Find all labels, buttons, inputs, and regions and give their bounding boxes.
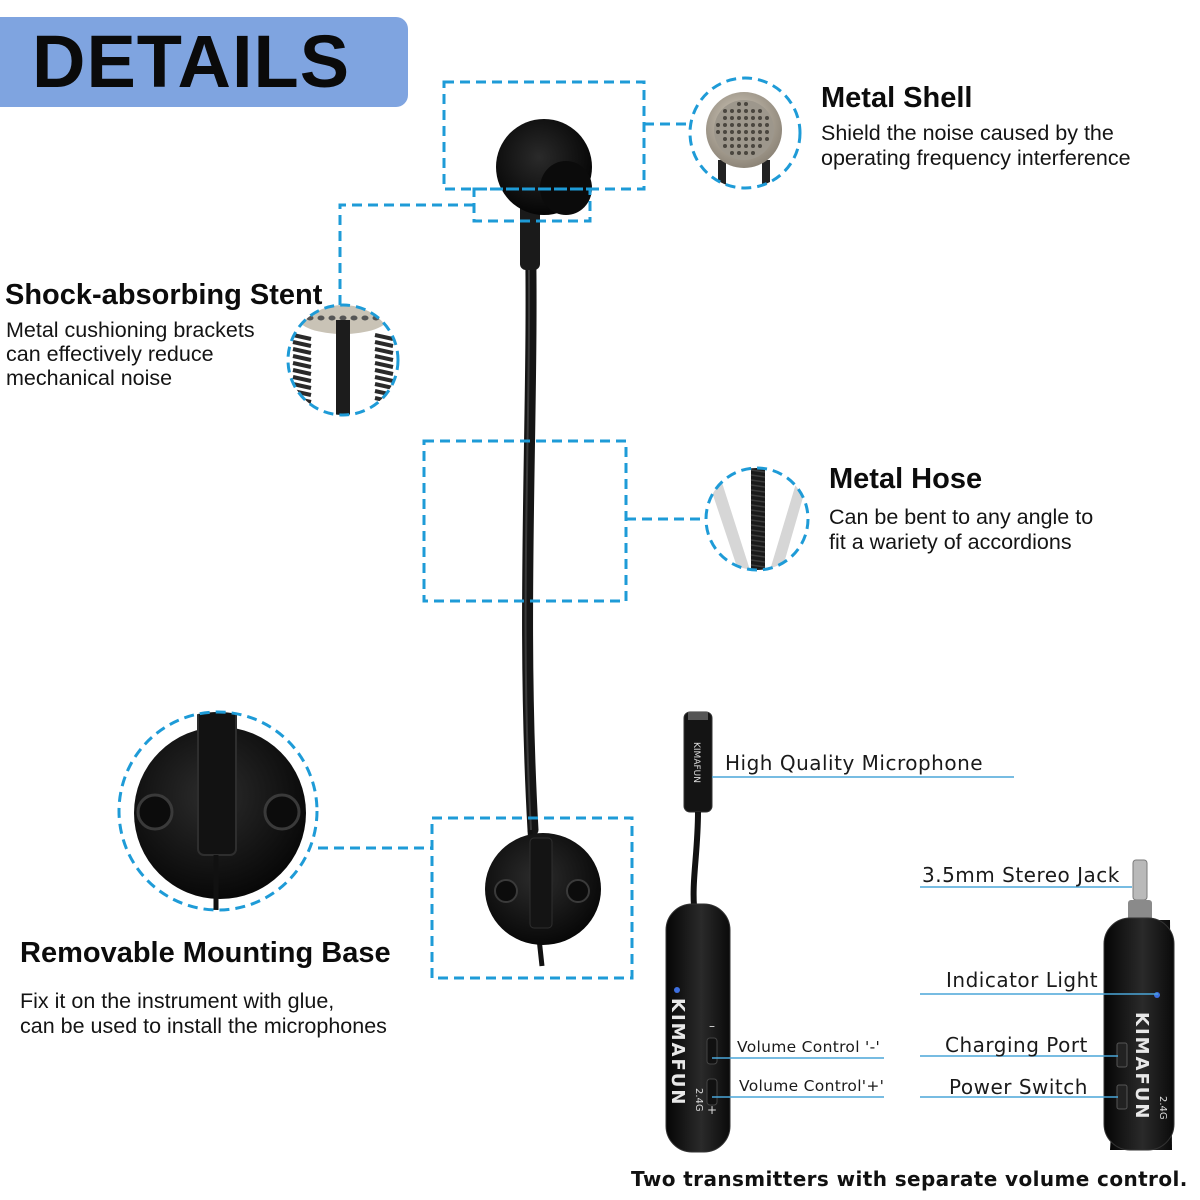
base-desc-line-1: Fix it on the instrument with glue, — [20, 989, 335, 1013]
hose-desc-line-2: fit a wariety of accordions — [829, 530, 1072, 554]
base-title: Removable Mounting Base — [20, 937, 391, 969]
highlight-boxes — [318, 80, 706, 980]
power-switch-label: Power Switch — [949, 1075, 1088, 1099]
hose-zoom — [704, 466, 810, 572]
base-desc-line-2: can be used to install the microphones — [20, 1014, 387, 1038]
stent-desc-line-1: Metal cushioning brackets — [6, 318, 255, 342]
receiver-illustration — [1103, 859, 1175, 1151]
transmitter-illustration — [665, 711, 731, 1153]
metal-shell-desc-line-1: Shield the noise caused by the — [821, 121, 1114, 145]
metal-shell-desc-line-2: operating frequency interference — [821, 146, 1131, 170]
metal-shell-title: Metal Shell — [821, 82, 973, 114]
volume-plus-symbol: + — [707, 1103, 717, 1117]
mic-brand-text: KIMAFUN — [691, 742, 701, 783]
footer-caption: Two transmitters with separate volume co… — [631, 1167, 1188, 1191]
receiver-band-text: 2.4G — [1157, 1096, 1168, 1120]
base-zoom — [117, 710, 319, 912]
stent-desc-line-3: mechanical noise — [6, 366, 173, 390]
title-banner — [0, 17, 408, 107]
stent-zoom — [286, 303, 400, 417]
charging-port-label: Charging Port — [945, 1033, 1088, 1057]
transmitter-brand-text: KIMAFUN — [667, 998, 688, 1106]
metal-shell-zoom — [688, 76, 802, 190]
receiver-brand-text: KIMAFUN — [1131, 1012, 1152, 1120]
label-leaders — [712, 776, 1158, 1098]
transmitter-band-text: 2.4G — [693, 1088, 704, 1112]
stent-desc-line-2: can effectively reduce — [6, 342, 214, 366]
stereo-jack-label: 3.5mm Stereo Jack — [922, 863, 1120, 887]
microphone-label: High Quality Microphone — [725, 751, 984, 775]
indicator-light-label: Indicator Light — [946, 968, 1099, 992]
page-title: DETAILS — [32, 20, 351, 103]
volume-minus-label: Volume Control '-' — [737, 1038, 881, 1056]
microphone-illustration — [485, 119, 601, 967]
hose-title: Metal Hose — [829, 463, 983, 495]
volume-plus-label: Volume Control'+' — [739, 1077, 885, 1095]
volume-minus-symbol: – — [709, 1019, 715, 1033]
hose-desc-line-1: Can be bent to any angle to — [829, 505, 1094, 529]
stent-title: Shock-absorbing Stent — [5, 279, 323, 311]
